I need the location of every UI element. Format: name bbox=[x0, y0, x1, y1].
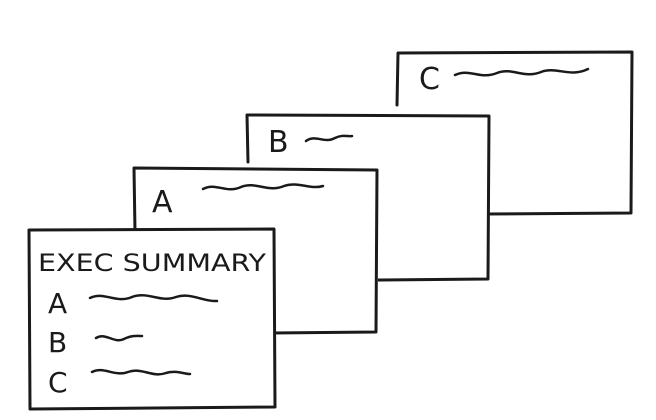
slide-a-squiggle bbox=[201, 183, 325, 191]
slide-c-frame bbox=[395, 50, 634, 216]
summary-title: EXEC SUMMARY bbox=[38, 249, 266, 277]
slide-exec-summary: EXEC SUMMARY A B C bbox=[27, 227, 277, 411]
slide-a-frame bbox=[132, 166, 379, 335]
slide-c-label: C bbox=[419, 62, 440, 97]
slide-b-frame bbox=[245, 113, 491, 282]
summary-item-a: A bbox=[48, 287, 67, 320]
slide-b-label: B bbox=[268, 125, 289, 160]
summary-paper bbox=[29, 229, 275, 409]
slide-a-label: A bbox=[152, 185, 173, 220]
slide-c: C bbox=[395, 50, 634, 216]
slide-c-squiggle bbox=[453, 67, 590, 77]
summary-item-b-squiggle bbox=[94, 334, 144, 342]
summary-item-b: B bbox=[48, 326, 67, 359]
slide-b-squiggle bbox=[304, 134, 354, 143]
summary-item-a-squiggle bbox=[88, 294, 219, 303]
summary-item-c-squiggle bbox=[90, 368, 192, 376]
summary-frame bbox=[27, 227, 277, 411]
summary-item-c: C bbox=[48, 366, 68, 399]
